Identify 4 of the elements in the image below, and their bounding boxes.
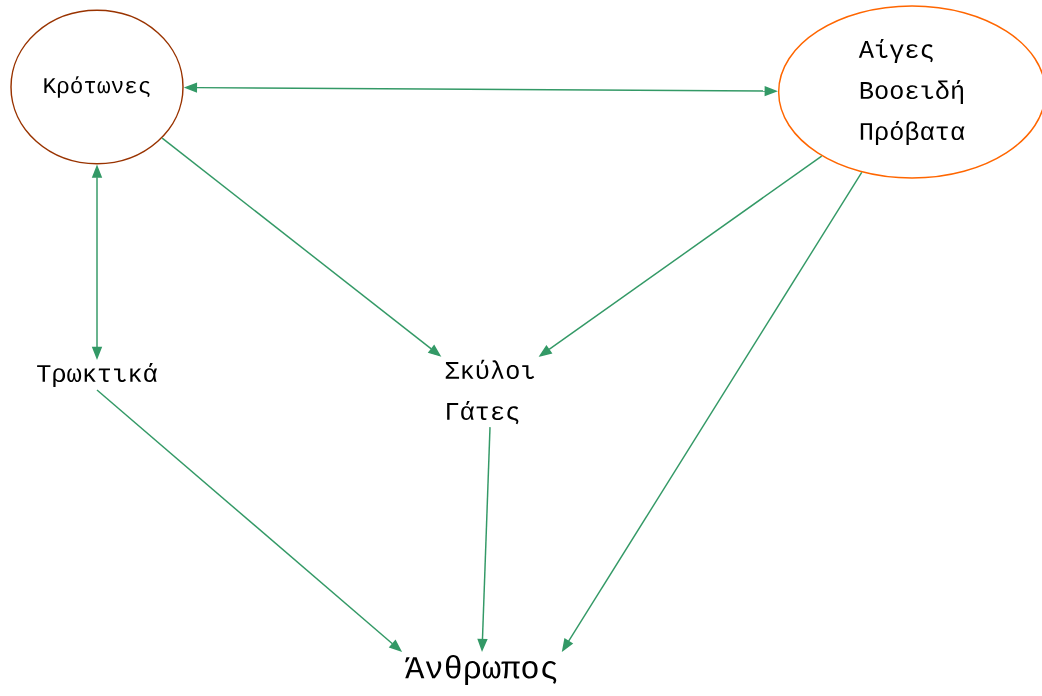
node-label: Σκύλοι Γάτες — [445, 359, 535, 425]
circle-node: Κρότωνες — [10, 9, 184, 165]
node-label: Άνθρωπος — [405, 655, 557, 685]
node-label: Τρωκτικά — [37, 362, 158, 388]
